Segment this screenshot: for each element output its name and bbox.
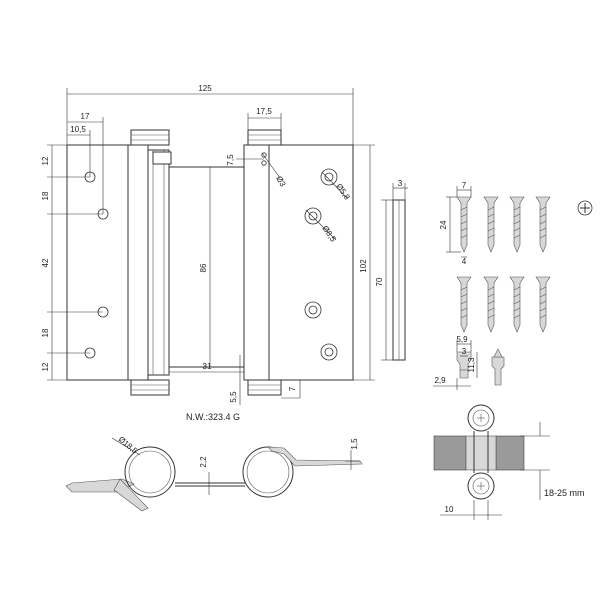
right-wing [267, 446, 363, 467]
dim-width-125: 125 [198, 84, 212, 93]
dim-install-10: 10 [445, 505, 454, 514]
net-weight-label: N.W.:323.4 G [186, 412, 240, 422]
bottom-section-view: Ø18,5 2,2 1,5 [65, 435, 363, 512]
right-barrel-top-cap [247, 129, 282, 146]
pin-large [456, 351, 472, 379]
dim-5-5: 5,5 [229, 391, 238, 403]
tension-collar [152, 151, 172, 165]
screw-hole-inner [324, 347, 334, 357]
phillips-head-icon [577, 200, 593, 216]
dim-offset-17: 17 [81, 112, 90, 121]
dim-pin-5-9: 5,9 [456, 335, 468, 344]
installation-view: 18-25 mm 10 [433, 404, 585, 520]
screw [535, 276, 551, 333]
dim-v-12-bot: 12 [41, 362, 50, 371]
dim-v-18-a: 18 [41, 191, 50, 200]
screw-hole-inner [308, 211, 318, 221]
screw-hole-inner [324, 172, 334, 182]
screw [456, 196, 472, 253]
left-wing-arm [113, 478, 149, 512]
door-left-upper [433, 435, 467, 471]
screw [483, 196, 499, 253]
left-barrel [127, 144, 149, 381]
left-spring-housing [147, 149, 170, 376]
dim-offset-10-5: 10,5 [70, 125, 86, 134]
screw [483, 276, 499, 333]
screw [535, 196, 551, 253]
side-view: 3 70 [375, 179, 408, 361]
dim-v-42: 42 [41, 258, 50, 267]
dim-1-5: 1,5 [350, 438, 359, 450]
left-leaf-plate [66, 144, 129, 381]
dim-pin-3: 3 [462, 347, 467, 356]
dim-pin-2-9: 2,9 [434, 376, 446, 385]
door-right-upper [495, 435, 525, 471]
left-barrel-section [124, 446, 176, 498]
dim-height-86: 86 [199, 263, 208, 272]
pin-small [491, 348, 505, 386]
dim-31: 31 [203, 362, 212, 371]
screws-group: 7 24 4 [439, 181, 551, 333]
screw [509, 196, 525, 253]
screw [509, 276, 525, 333]
right-barrel-bottom-cap [247, 379, 282, 396]
screw [456, 276, 472, 333]
dim-offset-17-5: 17,5 [256, 107, 272, 116]
dim-door-range: 18-25 mm [544, 488, 585, 498]
dim-v-18-b: 18 [41, 328, 50, 337]
dim-v-12-top: 12 [41, 156, 50, 165]
screw-hole-inner [308, 305, 318, 315]
dim-2-2: 2,2 [199, 456, 208, 468]
dim-7-5: 7,5 [226, 154, 235, 166]
dim-screw-24: 24 [439, 220, 448, 229]
pin-hole [261, 160, 267, 166]
right-leaf-plate [268, 144, 354, 381]
dim-pin-11-3: 11,3 [467, 357, 476, 373]
right-barrel [243, 144, 270, 381]
dim-height-102: 102 [359, 259, 368, 273]
dim-7-bottom: 7 [288, 386, 297, 391]
left-barrel-top-cap [130, 129, 170, 146]
dim-screw-4: 4 [462, 257, 467, 266]
front-view: 125 17 10,5 17,5 12 18 42 18 12 86 31 [41, 84, 375, 422]
dim-thickness-3: 3 [398, 179, 403, 188]
dim-screw-7: 7 [462, 181, 467, 190]
dim-height-70: 70 [375, 277, 384, 286]
pins-group: 5,9 3 11,3 2,9 [433, 335, 505, 390]
left-barrel-bottom-cap [130, 379, 170, 396]
